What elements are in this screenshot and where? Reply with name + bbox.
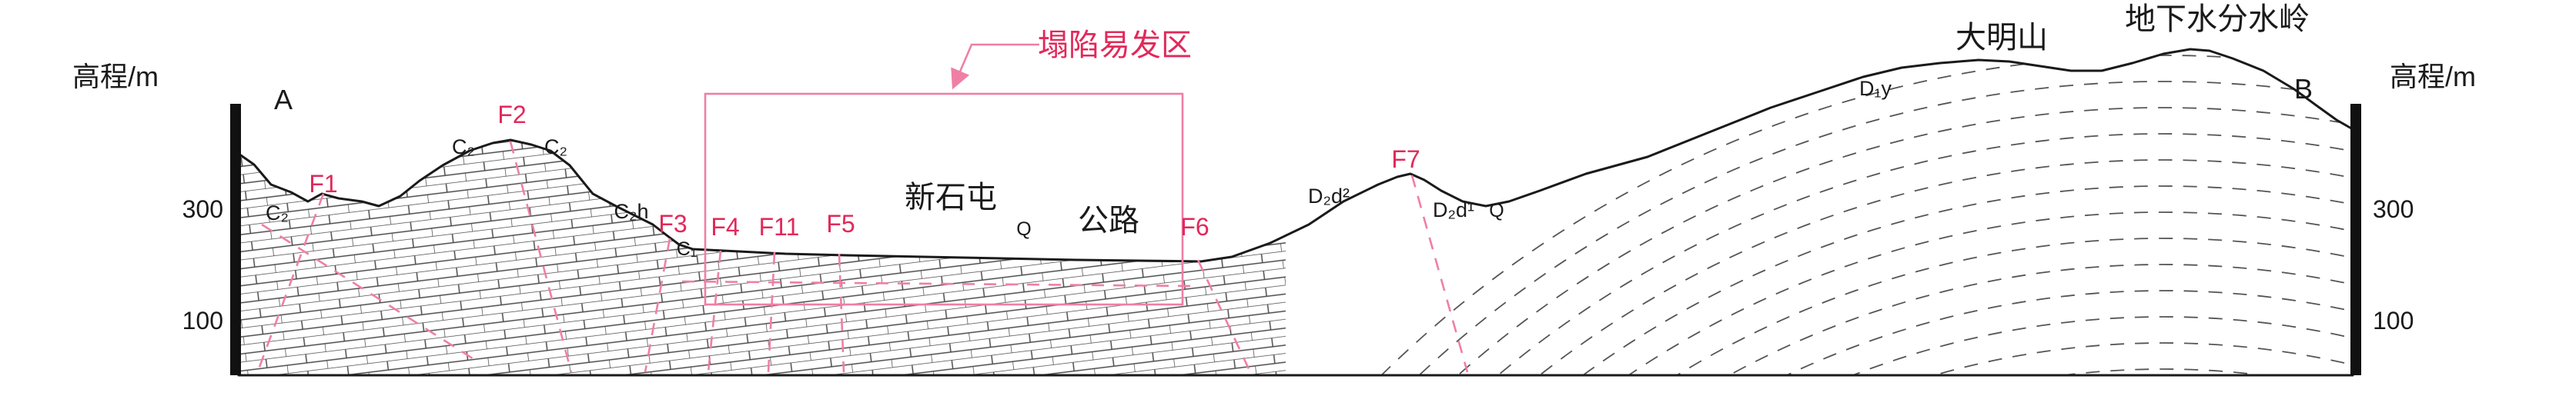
collapse-zone-box xyxy=(704,92,1184,306)
strata-label-d2d-lower: D₂d¹ xyxy=(1433,198,1474,221)
fault-line-f1 xyxy=(257,193,325,370)
strata-label-q-valley: Q xyxy=(1016,218,1031,240)
groundwater-divide-label: 地下水分水岭 xyxy=(2125,2,2310,36)
fault-label-f1: F1 xyxy=(309,170,337,198)
strata-labels: C₂ C₂ C₂ C₂h C₁ D₂d² D₂d¹ Q Q D₁y xyxy=(266,77,1892,260)
strata-label-c1: C₁ xyxy=(677,238,698,260)
fold-bedding-arc xyxy=(1286,238,2353,375)
left-axis-tick-100: 100 xyxy=(182,307,223,334)
fault-label-f6: F6 xyxy=(1180,213,1209,241)
fold-bedding-arc xyxy=(1310,316,2353,375)
right-axis-tick-300: 300 xyxy=(2373,195,2414,223)
right-elevation-axis: 高程/m 300 100 xyxy=(2350,61,2476,375)
fault-label-f5: F5 xyxy=(826,210,855,238)
fold-bedding-arc xyxy=(1286,211,2353,375)
fault-traces xyxy=(257,141,1469,373)
strata-label-c2h: C₂h xyxy=(614,200,649,223)
collapse-zone: 塌陷易发区 xyxy=(704,28,1192,306)
fold-bedding-arc xyxy=(1362,368,2353,375)
right-axis-bar xyxy=(2350,104,2361,375)
strata-label-c2-lower-left: C₂ xyxy=(266,201,289,225)
terrain xyxy=(237,48,2354,377)
fold-bedding-arc xyxy=(1336,342,2353,375)
fault-label-f2: F2 xyxy=(497,101,526,128)
section-end-a: A xyxy=(274,84,293,115)
fold-bedding-arc xyxy=(1286,264,2353,375)
fold-bedding-arc xyxy=(1286,55,2353,375)
left-axis-bar xyxy=(230,104,241,375)
village-label: 新石屯 xyxy=(905,181,997,215)
strata-label-c2-peak-east: C₂ xyxy=(544,135,567,158)
fold-bedding-arc xyxy=(1286,159,2353,375)
right-axis-title: 高程/m xyxy=(2390,61,2476,92)
section-end-b: B xyxy=(2294,73,2313,105)
strata-label-c2-peak-west: C₂ xyxy=(452,135,475,158)
collapse-zone-arrow xyxy=(951,43,1039,90)
strata-label-d1y: D₁y xyxy=(1859,77,1892,100)
strata-label-d2d-upper: D₂d² xyxy=(1308,185,1350,208)
fault-line-f2 xyxy=(509,141,573,373)
mountain-label: 大明山 xyxy=(1955,21,2048,55)
right-axis-tick-100: 100 xyxy=(2373,307,2414,334)
fold-bedding-arc xyxy=(1286,107,2353,375)
fold-lines xyxy=(1286,55,2353,375)
fold-bedding-arc xyxy=(1286,185,2353,375)
fold-bedding-arc xyxy=(1286,290,2353,375)
fault-label-f7: F7 xyxy=(1391,145,1420,173)
place-labels: 新石屯 公路 大明山 地下水分水岭 xyxy=(905,2,2310,238)
fault-label-f11: F11 xyxy=(759,213,800,241)
limestone-block-pattern xyxy=(239,140,1286,375)
collapse-zone-label: 塌陷易发区 xyxy=(1038,28,1192,62)
fault-labels: F1 F2 F3 F4 F11 F5 F6 F7 xyxy=(309,101,1420,241)
fault-label-f3: F3 xyxy=(658,210,687,238)
left-axis-tick-300: 300 xyxy=(182,195,223,223)
terrain-surface-outline xyxy=(237,48,2354,377)
fold-bedding-arc xyxy=(1286,81,2353,375)
fold-bedding-arc xyxy=(1286,133,2353,375)
fault-line-f3 xyxy=(644,238,671,373)
left-elevation-axis: 高程/m 300 100 xyxy=(72,61,241,375)
strata-label-q-slope: Q xyxy=(1489,200,1504,221)
road-label: 公路 xyxy=(1078,204,1139,238)
fault-label-f4: F4 xyxy=(711,213,739,241)
left-axis-title: 高程/m xyxy=(72,61,159,92)
